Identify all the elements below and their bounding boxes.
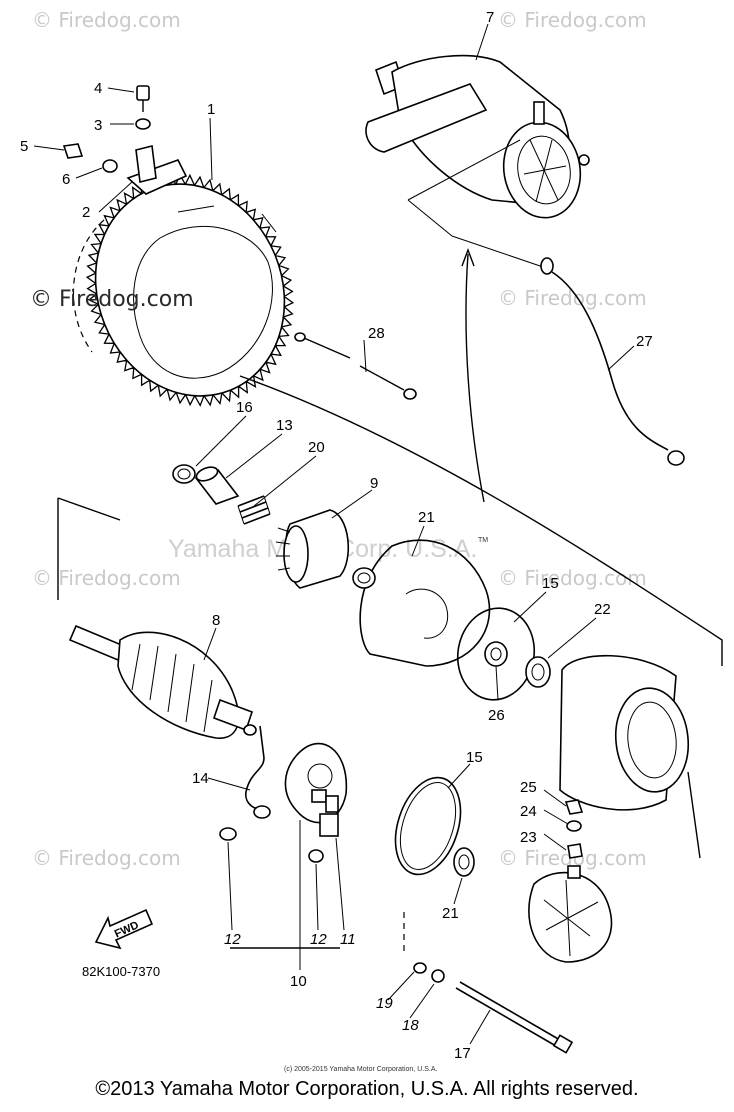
callout-21: 21 — [418, 509, 435, 526]
callout-27: 27 — [636, 333, 653, 350]
watermark-firedog: © Firedog.com — [498, 566, 647, 590]
callout-12: 12 — [310, 931, 327, 948]
fwd-arrow-icon: FWD — [94, 908, 154, 950]
callout-14: 14 — [192, 770, 209, 787]
callout-28: 28 — [368, 325, 385, 342]
callout-21: 21 — [442, 905, 459, 922]
part-front-cover — [352, 539, 491, 667]
callout-12: 12 — [224, 931, 241, 948]
callout-13: 13 — [276, 417, 293, 434]
callout-11: 11 — [340, 931, 356, 948]
callout-20: 20 — [308, 439, 325, 456]
part-washer-12 — [219, 827, 324, 863]
callout-5: 5 — [20, 138, 28, 155]
watermark-firedog: © Firedog.com — [498, 8, 647, 32]
callout-7: 7 — [486, 9, 494, 26]
watermark-firedog-dark: © Firedog.com — [30, 287, 194, 312]
part-washer-22 — [525, 656, 551, 688]
group-frame-left — [57, 497, 121, 600]
part-brush-plate — [245, 725, 348, 837]
callout-4: 4 — [94, 80, 102, 97]
watermark-firedog: © Firedog.com — [32, 566, 181, 590]
part-o-ring-lower — [394, 776, 475, 877]
part-spring — [237, 495, 271, 525]
watermark-firedog: © Firedog.com — [32, 846, 181, 870]
callout-1: 1 — [207, 101, 215, 118]
callout-16: 16 — [236, 399, 253, 416]
callout-6: 6 — [62, 171, 70, 188]
part-starter-lead — [294, 332, 417, 400]
part-armature — [68, 624, 257, 739]
watermark-firedog: © Firedog.com — [498, 286, 647, 310]
callout-10: 10 — [290, 973, 307, 990]
assembly-arrowhead — [461, 248, 475, 267]
group-frame-top — [239, 375, 723, 666]
part-bracket-fasteners — [62, 85, 188, 195]
callout-24: 24 — [520, 803, 537, 820]
part-circlip — [172, 464, 196, 484]
callout-17: 17 — [454, 1045, 471, 1062]
part-ring-gear — [72, 173, 295, 407]
part-ground-lead — [540, 257, 685, 466]
diagram-code: 82K100-7370 — [82, 964, 160, 979]
callout-23: 23 — [520, 829, 537, 846]
copyright-footer: ©2013 Yamaha Motor Corporation, U.S.A. A… — [95, 1078, 639, 1100]
group-frame-right — [687, 771, 701, 859]
small-copyright: (c) 2005-2015 Yamaha Motor Corporation, … — [284, 1066, 437, 1073]
part-starter-assembly — [365, 54, 590, 269]
callout-numbers: 1 2 3 4 5 6 7 8 9 10 11 12 12 13 14 15 1… — [20, 9, 653, 1062]
callout-2: 2 — [82, 204, 90, 221]
callout-26: 26 — [488, 707, 505, 724]
callout-9: 9 — [370, 475, 378, 492]
part-terminal-nuts — [564, 799, 584, 859]
part-yoke-housing — [559, 654, 690, 811]
callout-22: 22 — [594, 601, 611, 618]
callout-19: 19 — [376, 995, 393, 1012]
callout-15: 15 — [466, 749, 483, 766]
assembly-arrow-line — [465, 253, 485, 503]
part-o-ring — [456, 607, 536, 701]
watermark-tm: TM — [478, 537, 488, 544]
callout-8: 8 — [212, 612, 220, 629]
callout-25: 25 — [520, 779, 537, 796]
callout-3: 3 — [94, 117, 102, 134]
part-pinion-clutch — [275, 509, 350, 589]
part-sleeve — [194, 466, 240, 505]
watermark-firedog: © Firedog.com — [32, 8, 181, 32]
callout-15: 15 — [542, 575, 559, 592]
part-rear-cover — [528, 865, 613, 963]
callout-18: 18 — [402, 1017, 419, 1034]
leader-lines — [33, 23, 635, 1045]
part-through-bolt — [413, 962, 574, 1054]
